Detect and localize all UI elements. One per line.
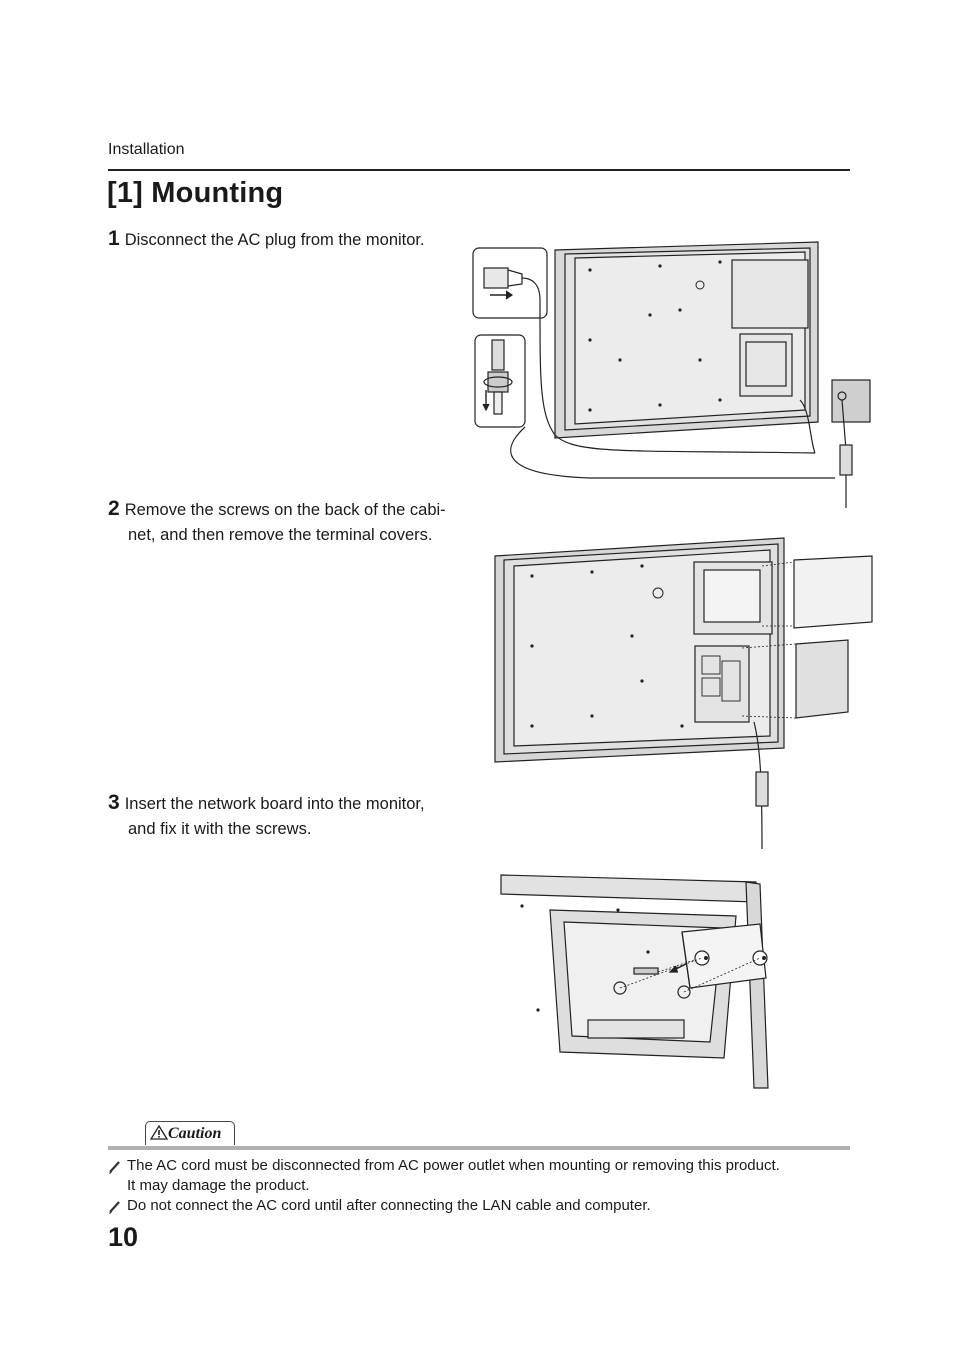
figure-disconnect-ac-plug: [472, 241, 871, 508]
step-number: 2: [108, 497, 120, 520]
caution-note: Do not connect the AC cord until after c…: [108, 1196, 854, 1216]
step-text-line1: Remove the screws on the back of the cab…: [124, 501, 446, 519]
page-title: [1] Mounting: [107, 177, 284, 209]
step-text-line2: and fix it with the screws.: [128, 820, 312, 838]
step-text-line2: net, and then remove the terminal covers…: [128, 526, 433, 544]
caution-tab: Caution: [145, 1121, 235, 1145]
step-text: Disconnect the AC plug from the monitor.: [124, 231, 425, 249]
note-line1: Do not connect the AC cord until after c…: [127, 1197, 651, 1214]
note-line2: It may damage the product.: [127, 1177, 310, 1194]
caution-label: Caution: [168, 1125, 222, 1142]
header-rule: [108, 169, 850, 171]
step-number: 3: [108, 791, 120, 814]
figure-remove-terminal-covers: [494, 537, 873, 850]
caution-rule: [108, 1146, 850, 1150]
step-number: 1: [108, 227, 120, 250]
warning-triangle-icon: [149, 1124, 169, 1140]
caution-note: The AC cord must be disconnected from AC…: [108, 1156, 854, 1196]
pencil-icon: [109, 1161, 120, 1174]
step-text-line1: Insert the network board into the monito…: [124, 795, 425, 813]
note-line1: The AC cord must be disconnected from AC…: [127, 1157, 780, 1174]
caution-notes: The AC cord must be disconnected from AC…: [108, 1156, 854, 1216]
section-header: Installation: [108, 141, 185, 158]
page-number: 10: [108, 1222, 139, 1252]
figure-insert-network-board: [500, 874, 769, 1089]
pencil-icon: [109, 1201, 120, 1214]
